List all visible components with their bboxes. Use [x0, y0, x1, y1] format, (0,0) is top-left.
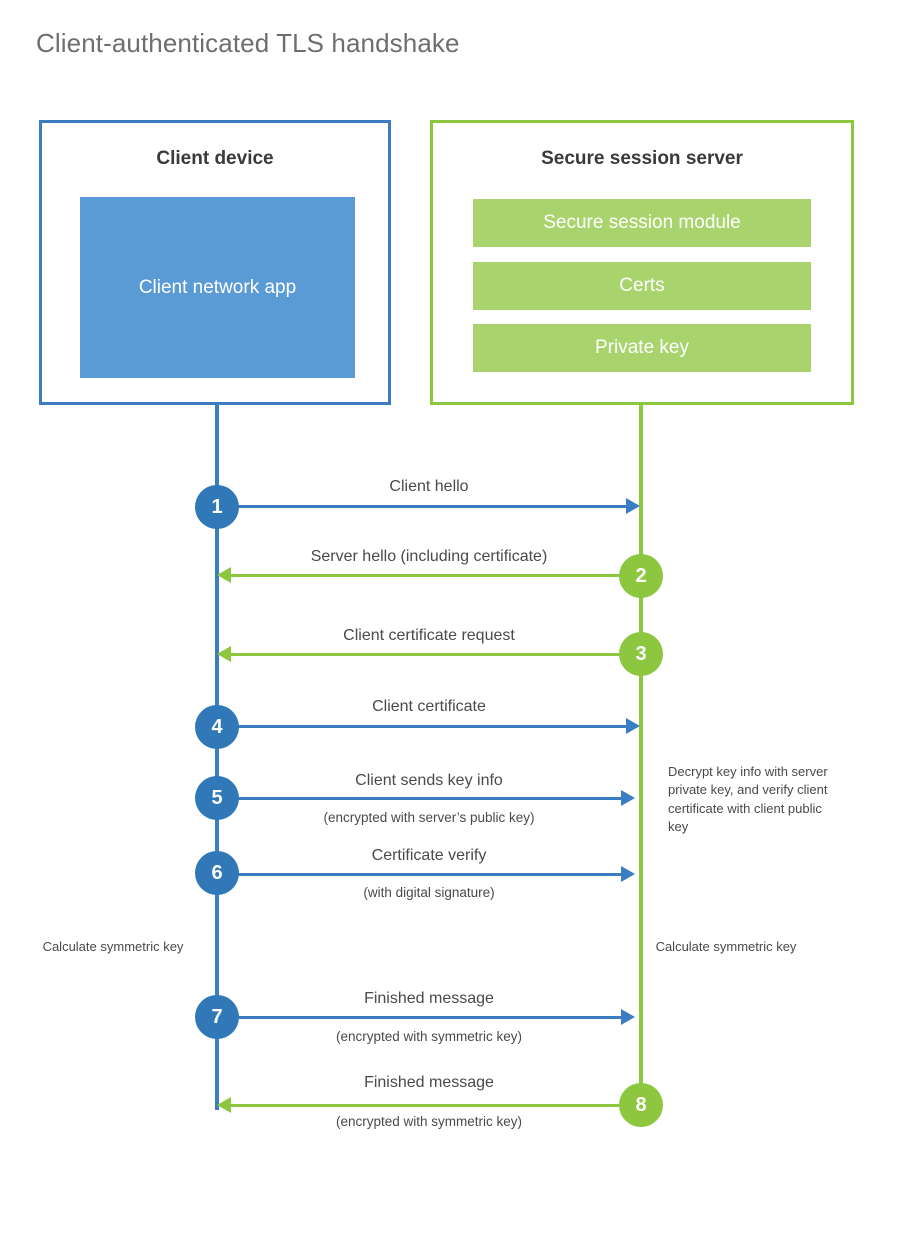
step-8-marker: 8	[619, 1083, 663, 1127]
step-7-marker: 7	[195, 995, 239, 1039]
step-3-arrow-head-icon	[217, 646, 231, 662]
step-1-label: Client hello	[389, 478, 469, 495]
secure-session-server-title: Secure session server	[541, 148, 743, 169]
step-3-arrow-line	[231, 653, 641, 656]
step-8-arrow-head-icon	[217, 1097, 231, 1113]
step-6-label: Certificate verify	[371, 847, 487, 864]
step-2-marker: 2	[619, 554, 663, 598]
client-lifeline	[215, 403, 219, 1110]
server-component-private-key: Private key	[473, 324, 811, 372]
step-6-sublabel: (with digital signature)	[363, 885, 495, 900]
step-8-arrow-line	[231, 1104, 641, 1107]
step-4-label: Client certificate	[372, 698, 486, 715]
step-4-arrow-line	[217, 725, 627, 728]
step-6-marker: 6	[195, 851, 239, 895]
server-component-secure-session-module: Secure session module	[473, 199, 811, 247]
step-8-label: Finished message	[364, 1074, 494, 1091]
step-3-label: Client certificate request	[343, 627, 515, 644]
step-5-label: Client sends key info	[355, 772, 503, 789]
server-lifeline	[639, 403, 643, 1106]
step-2-label: Server hello (including certificate)	[310, 548, 548, 565]
step-2-arrow-line	[231, 574, 641, 577]
step-5-marker: 5	[195, 776, 239, 820]
step-7-label: Finished message	[364, 990, 494, 1007]
client-device-box: Client device Client network app	[39, 120, 391, 405]
step-7-sublabel: (encrypted with symmetric key)	[335, 1029, 523, 1044]
step-5-arrow-line	[217, 797, 622, 800]
client-network-app-block: Client network app	[80, 197, 355, 378]
step-4-arrow-head-icon	[626, 718, 640, 734]
step-1-arrow-line	[217, 505, 627, 508]
step-7-arrow-head-icon	[621, 1009, 635, 1025]
step-5-sublabel: (encrypted with server’s public key)	[323, 810, 535, 825]
step-1-arrow-head-icon	[626, 498, 640, 514]
step-3-marker: 3	[619, 632, 663, 676]
step-7-arrow-line	[217, 1016, 622, 1019]
server-calculate-symmetric-key-note: Calculate symmetric key	[655, 939, 797, 954]
step-5-arrow-head-icon	[621, 790, 635, 806]
step-2-arrow-head-icon	[217, 567, 231, 583]
client-calculate-symmetric-key-note: Calculate symmetric key	[42, 939, 184, 954]
step-4-marker: 4	[195, 705, 239, 749]
client-device-title: Client device	[156, 148, 274, 169]
step-1-marker: 1	[195, 485, 239, 529]
secure-session-server-box: Secure session server Secure session mod…	[430, 120, 854, 405]
step-8-sublabel: (encrypted with symmetric key)	[335, 1114, 523, 1129]
server-decrypt-note: Decrypt key info with server private key…	[668, 764, 828, 835]
step-6-arrow-line	[217, 873, 622, 876]
server-component-certs: Certs	[473, 262, 811, 310]
page-title: Client-authenticated TLS handshake	[36, 28, 460, 58]
step-6-arrow-head-icon	[621, 866, 635, 882]
